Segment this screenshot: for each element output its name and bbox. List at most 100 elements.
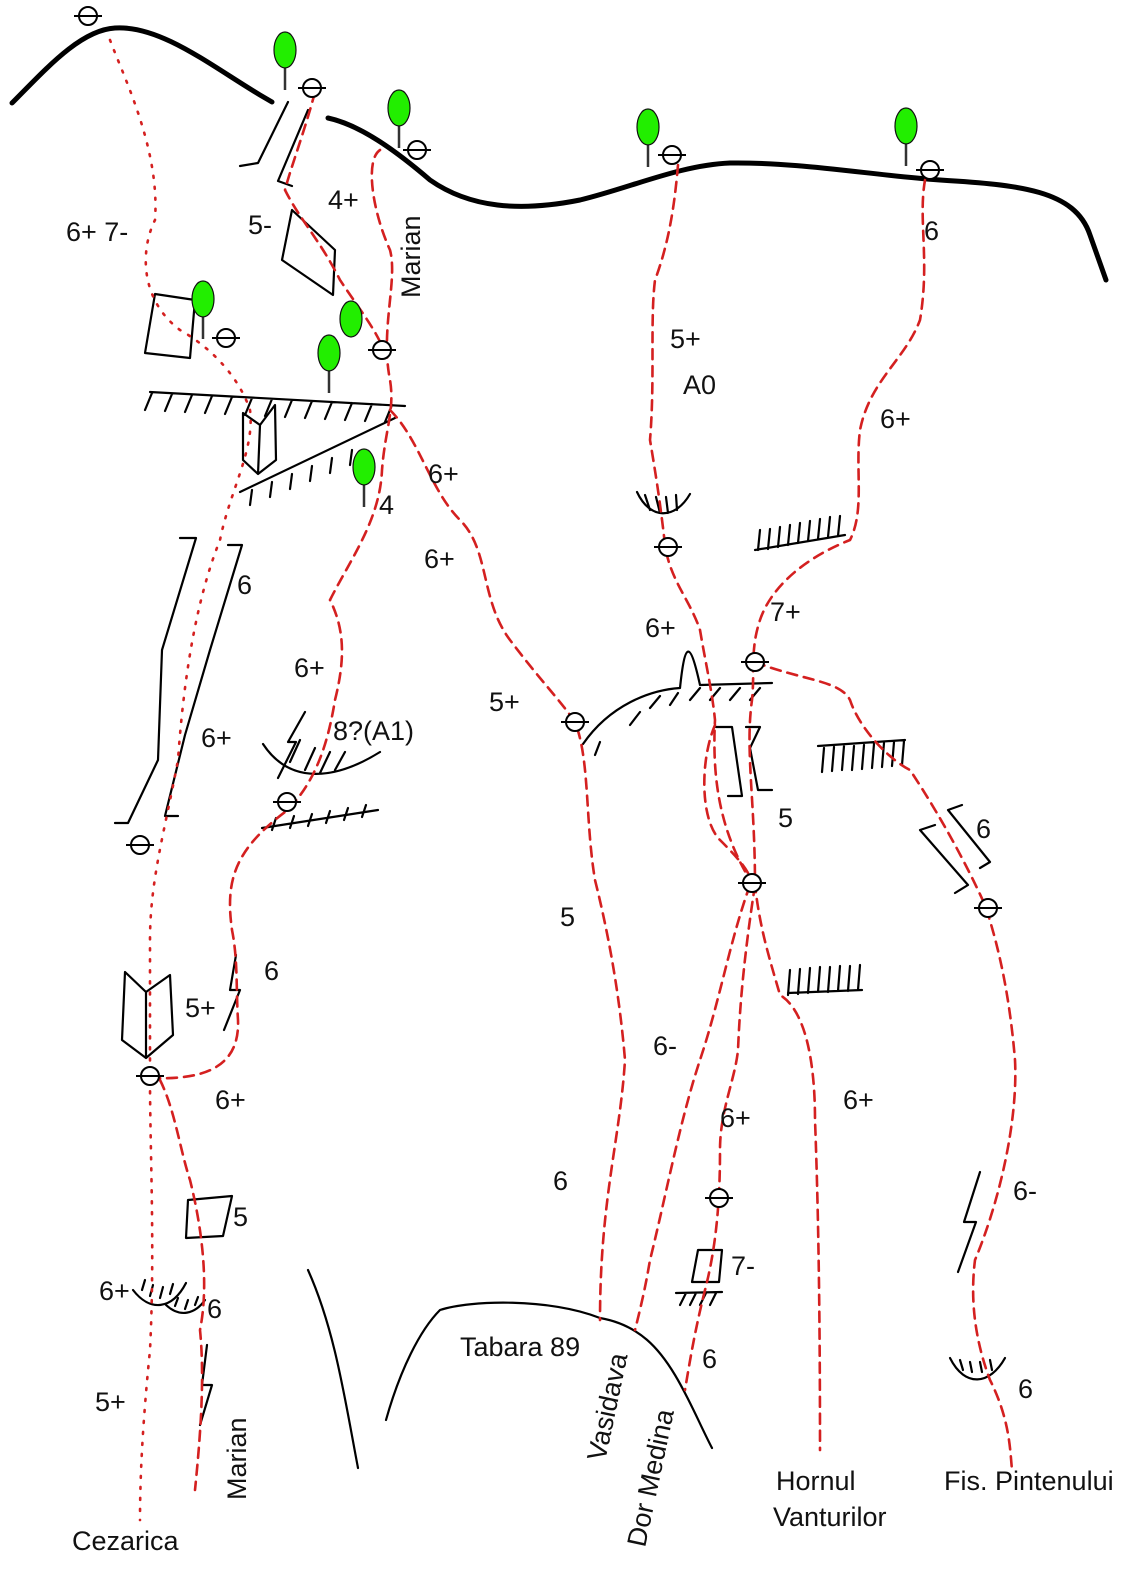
chimney-icon xyxy=(714,725,774,798)
overhang-icon xyxy=(948,1356,1007,1381)
routes xyxy=(108,38,1017,1522)
grade-label: 6+ xyxy=(99,1276,130,1306)
chimney-icon xyxy=(918,803,992,895)
route-name-marian-upper: Marian xyxy=(396,215,426,298)
belay-anchor-icon xyxy=(916,160,944,180)
grade-label: 6 xyxy=(1018,1374,1033,1404)
grade-label: A0 xyxy=(683,370,716,400)
place-name-tabara: Tabara 89 xyxy=(460,1332,580,1362)
grade-label: 6+ xyxy=(843,1085,874,1115)
ledge-icon xyxy=(143,390,407,424)
grade-label: 6+ 7- xyxy=(66,217,128,247)
grade-label: 7- xyxy=(731,1251,755,1281)
belay-anchor-icon xyxy=(974,898,1002,918)
grade-label: 5+ xyxy=(489,687,520,717)
route-line xyxy=(748,178,927,1452)
tree-icon xyxy=(636,108,660,167)
belay-anchor-icon xyxy=(654,537,682,557)
dihedral-icon xyxy=(241,403,278,476)
belay-anchor-icon xyxy=(212,328,240,348)
grade-label: 6+ xyxy=(880,404,911,434)
belay-anchor-icon xyxy=(658,145,686,165)
grade-label: 6+ xyxy=(424,544,455,574)
ledge-icon xyxy=(786,963,864,997)
grade-label: 6- xyxy=(653,1031,677,1061)
grade-label: 4 xyxy=(379,490,394,520)
block-icon xyxy=(690,1248,724,1284)
crack-icon xyxy=(956,1170,982,1274)
rock-features xyxy=(9,25,1109,1470)
grade-label: 8?(A1) xyxy=(333,716,414,746)
ledge-icon xyxy=(816,738,907,774)
terrain-line xyxy=(384,1301,714,1450)
route-name-marian-lower: Marian xyxy=(222,1417,252,1500)
grade-label: 5+ xyxy=(95,1387,126,1417)
grade-label: 5+ xyxy=(185,993,216,1023)
grade-label: 6 xyxy=(264,956,279,986)
dihedral-icon xyxy=(120,970,175,1060)
belay-anchor-icon xyxy=(705,1188,733,1208)
route-line xyxy=(388,408,627,1322)
grade-label: 5- xyxy=(248,210,272,240)
overhang-icon xyxy=(261,738,382,775)
tree-icon xyxy=(894,107,918,166)
route-name-dor-medina: Dor Medina xyxy=(622,1406,681,1550)
belay-anchor-icon xyxy=(738,873,766,893)
chimney-icon xyxy=(113,536,244,825)
route-line xyxy=(158,1078,206,1492)
summit-ridge xyxy=(9,25,1109,283)
grade-labels: 6+ 7- 5- 4+ 6 5+ A0 6+ 6+ 4 6+ 6 6+ 7+ 6… xyxy=(66,185,1037,1417)
belay-anchor-icon xyxy=(298,78,326,98)
belay-anchor-icon xyxy=(126,835,154,855)
crack-icon xyxy=(198,1343,214,1427)
route-name-cezarica: Cezarica xyxy=(72,1526,180,1556)
crack-icon xyxy=(276,710,307,780)
belay-anchor-icon xyxy=(136,1066,164,1086)
tree-icon xyxy=(387,89,411,148)
block-icon xyxy=(143,292,197,360)
route-name-vanturilor: Vanturilor xyxy=(773,1502,887,1532)
grade-label: 6+ xyxy=(645,613,676,643)
overhang-icon xyxy=(131,1278,188,1307)
grade-label: 6 xyxy=(237,570,252,600)
overhang-icon xyxy=(635,490,692,515)
grade-label: 6+ xyxy=(720,1103,751,1133)
route-line xyxy=(283,90,387,357)
route-line xyxy=(633,883,752,1332)
belay-anchor-icon xyxy=(368,340,396,360)
grade-label: 6 xyxy=(553,1166,568,1196)
grade-label: 6 xyxy=(207,1294,222,1324)
chimney-icon xyxy=(238,100,310,188)
belay-anchor-icon xyxy=(741,652,769,672)
grade-label: 6+ xyxy=(428,459,459,489)
grade-label: 6+ xyxy=(294,653,325,683)
route-line xyxy=(683,883,757,1392)
grade-label: 4+ xyxy=(328,185,359,215)
route-name-vasidava: Vasidava xyxy=(582,1349,634,1463)
belay-anchor-icon xyxy=(273,792,301,812)
grade-label: 7+ xyxy=(770,597,801,627)
grade-label: 5+ xyxy=(670,324,701,354)
ledge-icon xyxy=(581,650,774,757)
tree-icon xyxy=(317,334,341,393)
grade-label: 6 xyxy=(924,216,939,246)
tree-icon xyxy=(339,300,363,338)
route-name-fis-pintenului: Fis. Pintenului xyxy=(944,1466,1114,1496)
route-line xyxy=(753,660,1017,1472)
overhang-icon xyxy=(164,1295,207,1314)
grade-label: 6- xyxy=(1013,1176,1037,1206)
crack-icon xyxy=(222,953,242,1032)
grade-label: 6 xyxy=(702,1344,717,1374)
block-icon xyxy=(280,208,337,297)
trees xyxy=(191,31,918,507)
tree-icon xyxy=(273,31,297,90)
route-line xyxy=(703,723,754,884)
belay-anchor-icon xyxy=(403,140,431,160)
ledge-icon xyxy=(674,1290,724,1307)
belay-anchor-icon xyxy=(561,712,589,732)
ledge-icon xyxy=(753,514,847,552)
tree-icon xyxy=(352,448,376,507)
route-name-hornul: Hornul xyxy=(776,1466,856,1496)
ledge-icon xyxy=(260,803,380,832)
